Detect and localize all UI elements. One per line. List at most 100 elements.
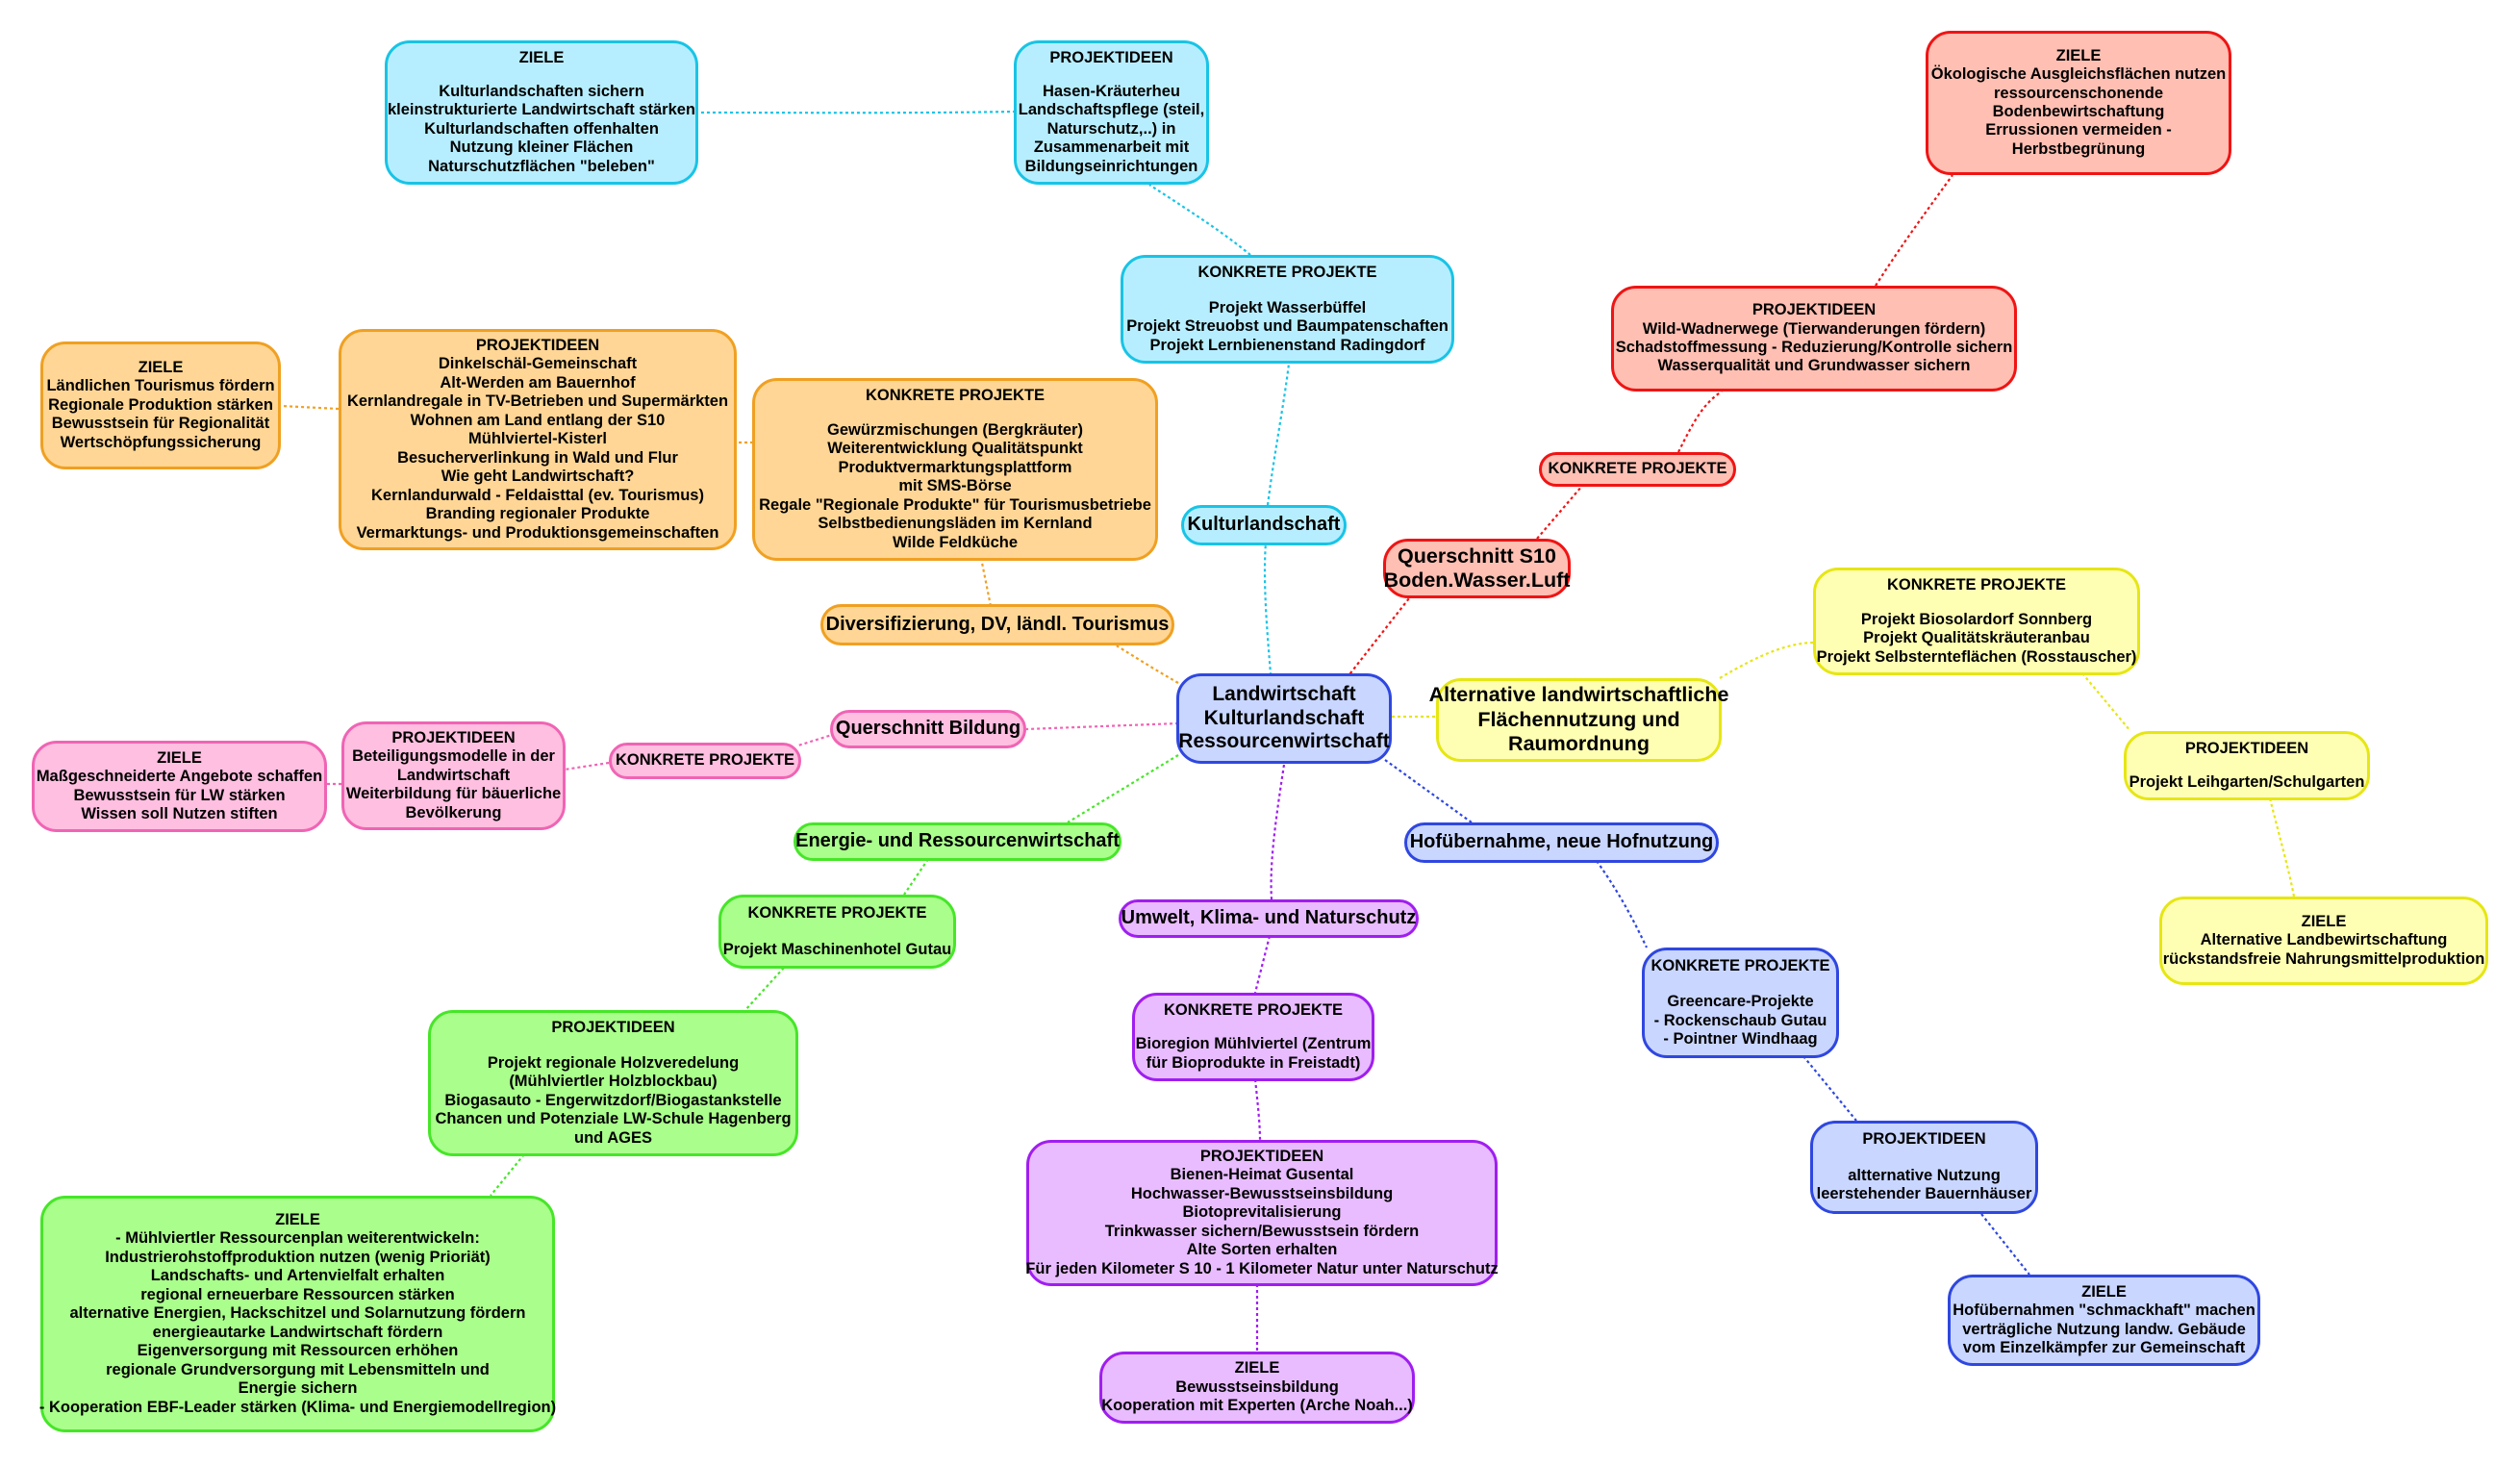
connector-divers-konkret: [979, 557, 993, 607]
node-text-line: Boden.Wasser.Luft: [1383, 569, 1571, 592]
topic-querschnitt-bildung[interactable]: Querschnitt Bildung: [830, 710, 1026, 748]
node-text-line: regionale Grundversorgung mit Lebensmitt…: [106, 1360, 490, 1378]
node-heading: ZIELE: [157, 748, 202, 767]
node-text-line: Wohnen am Land entlang der S10: [410, 411, 666, 429]
node-text-line: - Rockenschaub Gutau: [1653, 1011, 1827, 1029]
connector-konkret-ideen: [1148, 184, 1251, 256]
node-text-line: Kooperation mit Experten (Arche Noah...): [1101, 1397, 1413, 1415]
node-heading: KONKRETE PROJEKTE: [1197, 264, 1377, 281]
node-text-line: Ländlichen Tourismus fördern: [46, 377, 275, 395]
connector-alt-konkret: [1719, 641, 1816, 679]
node-text-line: Wertschöpfungssicherung: [60, 433, 262, 451]
node-text-line: Naturschutzflächen "beleben": [428, 157, 655, 175]
node-text-line: Bioregion Mühlviertel (Zentrum: [1135, 1035, 1372, 1053]
connector-ideen-ziele-yellow: [2268, 797, 2296, 897]
node-text-line: Naturschutz,..) in: [1046, 119, 1176, 138]
topic-energie-ressourcenwirtschaft[interactable]: Energie- und Ressourcenwirtschaft: [794, 822, 1121, 861]
node-text-line: Alt-Werden am Bauernhof: [440, 373, 636, 392]
node-text-line: Mühlviertel-Kisterl: [468, 430, 607, 448]
node-text-line: Hasen-Kräuterheu: [1042, 82, 1181, 100]
node-heading: KONKRETE PROJEKTE: [1886, 576, 2067, 594]
node-heading: PROJEKTIDEEN: [1199, 1147, 1324, 1165]
node-text-line: Dinkelschäl-Gemeinschaft: [438, 355, 638, 373]
node-heading: PROJEKTIDEEN: [475, 336, 600, 354]
node-text-line: Kulturlandschaften offenhalten: [424, 119, 659, 138]
connector-konkret-ideen-pink: [564, 761, 610, 771]
topic-hofuebernahme[interactable]: Hofübernahme, neue Hofnutzung: [1404, 822, 1719, 863]
node-heading: Hofübernahme, neue Hofnutzung: [1409, 831, 1714, 853]
node-text-line: Bewusstsein für LW stärken: [73, 786, 286, 804]
node-text-line: - Kooperation EBF-Leader stärken (Klima-…: [38, 1398, 557, 1416]
node-text-line: Bildungseinrichtungen: [1024, 157, 1198, 175]
node-text-line: Weiterentwicklung Qualitätspunkt: [827, 440, 1083, 458]
node-text-line: altternative Nutzung: [1848, 1166, 2001, 1184]
node-text-line: kleinstrukturierte Landwirtschaft stärke…: [388, 101, 696, 119]
node-text-line: und AGES: [574, 1128, 652, 1147]
connector-konkret-ideen-green: [744, 967, 785, 1011]
node-heading: PROJEKTIDEEN: [1049, 49, 1173, 66]
node-heading: PROJEKTIDEEN: [391, 728, 516, 746]
connector-center-divers: [1105, 639, 1179, 684]
node-text-line: Nutzung kleiner Flächen: [449, 139, 634, 157]
node-text-line: rückstandsfreie Nahrungsmittelproduktion: [2162, 949, 2485, 968]
node-text-line: Für jeden Kilometer S 10 - 1 Kilometer N…: [1025, 1259, 1499, 1277]
node-text-line: ressourcenschonende: [1993, 84, 2164, 102]
s10-konkrete-projekte[interactable]: KONKRETE PROJEKTE: [1539, 452, 1736, 487]
node-heading: Querschnitt Bildung: [835, 718, 1021, 740]
connector-center-bildung: [1025, 721, 1179, 731]
node-text-line: Regionale Produktion stärken: [48, 395, 273, 414]
node-text-line: Produktvermarktungsplattform: [838, 458, 1072, 476]
node-text-line: Projekt Lernbienenstand Radingdorf: [1149, 336, 1425, 354]
node-text-line: Landschafts- und Artenvielfalt erhalten: [150, 1267, 445, 1285]
node-text-line: Chancen und Potenziale LW-Schule Hagenbe…: [435, 1110, 792, 1128]
node-heading: PROJEKTIDEEN: [2184, 740, 2309, 757]
node-text-line: Kernlandurwald - Feldaisttal (ev. Touris…: [371, 486, 704, 504]
node-text-line: Landschaftspflege (steil,: [1018, 101, 1205, 119]
node-heading: KONKRETE PROJEKTE: [1548, 460, 1727, 478]
node-heading: ZIELE: [138, 358, 184, 376]
node-text-line: Maßgeschneiderte Angebote schaffen: [36, 768, 323, 786]
node-text-line: Flächennutzung und: [1477, 707, 1680, 731]
node-heading: KONKRETE PROJEKTE: [865, 387, 1046, 404]
topic-umwelt-klima-naturschutz[interactable]: Umwelt, Klima- und Naturschutz: [1119, 899, 1419, 938]
node-text-line: (Mühlviertler Holzblockbau): [509, 1073, 718, 1091]
bildung-konkrete-projekte[interactable]: KONKRETE PROJEKTE: [609, 743, 801, 779]
connector-konkret-ideen-blue: [1802, 1055, 1857, 1122]
topic-kulturlandschaft[interactable]: Kulturlandschaft: [1181, 505, 1347, 545]
energie-ziele[interactable]: ZIELE- Mühlviertler Ressourcenplan weite…: [38, 1196, 557, 1432]
connector-ideen-ziele-orange: [280, 404, 340, 411]
node-heading: Diversifizierung, DV, ländl. Tourismus: [825, 613, 1170, 635]
node-text-line: verträgliche Nutzung landw. Gebäude: [1962, 1320, 2246, 1338]
node-heading: Landwirtschaft: [1212, 682, 1356, 705]
node-text-line: alternative Energien, Hackschitzel und S…: [69, 1304, 526, 1323]
node-text-line: Besucherverlinkung in Wald und Flur: [397, 448, 678, 467]
node-text-line: Projekt regionale Holzveredelung: [487, 1053, 740, 1072]
connector-konkret-ideen-red: [1677, 391, 1723, 453]
node-text-line: Projekt Biosolardorf Sonnberg: [1860, 610, 2093, 628]
alternative-konkrete-projekte[interactable]: KONKRETE PROJEKTE Projekt Biosolardorf So…: [1813, 568, 2140, 675]
topic-diversifizierung[interactable]: Diversifizierung, DV, ländl. Tourismus: [820, 604, 1174, 645]
